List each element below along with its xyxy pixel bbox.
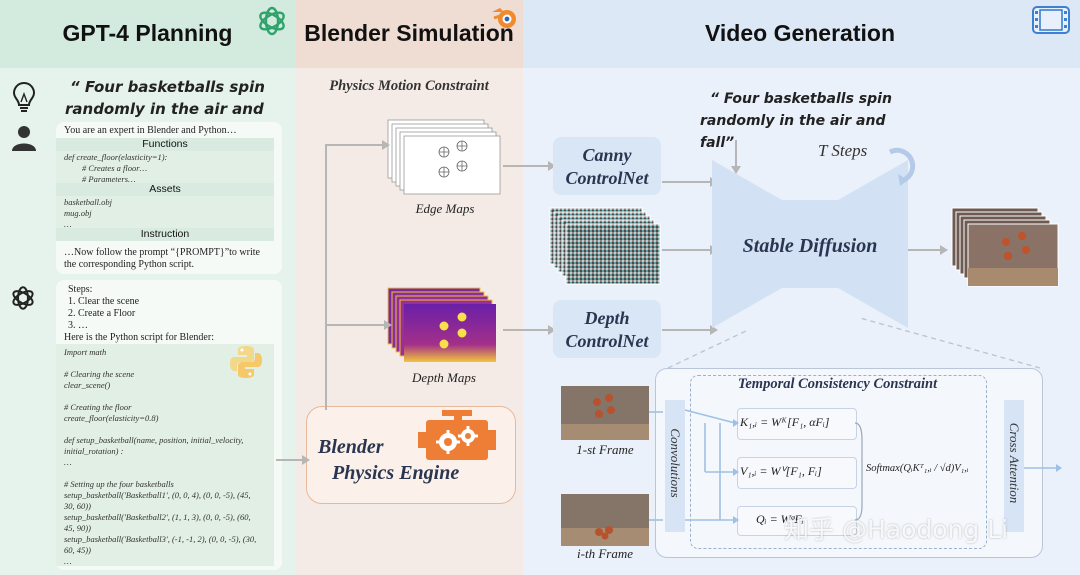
openai-logo-icon xyxy=(259,6,285,36)
k-equation-box xyxy=(737,408,857,440)
watermark: 知乎 @Haodong Li xyxy=(784,515,1009,544)
code-line: clear_scene() xyxy=(64,380,111,390)
stable-diffusion-shape xyxy=(712,160,908,328)
depth-maps-stack xyxy=(387,287,496,362)
code-line: setup_basketball('Basketball2', (1, 1, 3… xyxy=(64,512,251,522)
script-intro: Here is the Python script for Blender: xyxy=(64,332,214,343)
cross-attention-bar xyxy=(1004,400,1024,532)
blender-logo-icon xyxy=(492,8,516,28)
engine-gears-icon xyxy=(418,410,496,460)
edge-maps-caption: Edge Maps xyxy=(415,201,475,216)
engine-label-line1: Blender xyxy=(318,436,384,458)
assets-header: Assets xyxy=(56,183,274,196)
v-equation: V₁,ᵢ = Wⱽ[F₁, Fᵢ] xyxy=(740,464,822,478)
canny-label-line1: Canny xyxy=(582,145,632,165)
asset-more: … xyxy=(64,219,72,229)
q-equation-box xyxy=(737,506,857,536)
physics-constraint-label: Physics Motion Constraint xyxy=(329,78,489,94)
depth-controlnet-box xyxy=(553,300,661,358)
code-line: 60, 45)) xyxy=(64,545,91,555)
openai-chat-icon xyxy=(12,286,34,310)
func-line1: def create_floor(elasticity=1): xyxy=(64,152,168,162)
stable-diffusion-label: Stable Diffusion xyxy=(742,235,878,257)
generation-prompt-line2: randomly in the air and fall” xyxy=(700,113,886,151)
film-icon xyxy=(1032,6,1070,34)
planning-title: GPT-4 Planning xyxy=(62,20,233,46)
code-line: # Clearing the scene xyxy=(64,369,135,379)
ith-frame-image xyxy=(561,494,649,546)
functions-band xyxy=(56,151,274,186)
planning-prompt-line1: “ Four basketballs spin xyxy=(70,78,265,96)
k-equation: K₁,ᵢ = Wᴷ[F₁, αFᵢ] xyxy=(740,415,830,429)
ith-frame-caption: i-th Frame xyxy=(577,546,633,561)
t-steps-label: T Steps xyxy=(818,141,868,160)
step-1: 1. Clear the scene xyxy=(68,296,140,307)
convolutions-bar xyxy=(665,400,685,532)
planning-header-band xyxy=(0,0,295,68)
instruction-line1: …Now follow the prompt “{PROMPT}”to writ… xyxy=(64,247,260,258)
prompt-intro: You are an expert in Blender and Python… xyxy=(64,125,237,136)
depth-label-line2: ControlNet xyxy=(565,331,649,351)
first-frame-caption: 1-st Frame xyxy=(576,442,634,457)
generation-title: Video Generation xyxy=(704,20,895,46)
step-2: 2. Create a Floor xyxy=(68,308,136,319)
generation-prompt-line1: “ Four basketballs spin xyxy=(710,91,892,107)
canny-controlnet-box xyxy=(553,137,661,195)
simulation-title: Blender Simulation xyxy=(304,20,514,46)
code-line: … xyxy=(64,556,72,566)
depth-label-line1: Depth xyxy=(584,308,630,328)
canny-label-line2: ControlNet xyxy=(565,168,649,188)
code-line: setup_basketball('Basketball1', (0, 0, 4… xyxy=(64,490,251,500)
functions-header: Functions xyxy=(56,138,274,151)
code-line: … xyxy=(64,457,72,467)
step-3: 3. … xyxy=(68,320,88,331)
temporal-title: Temporal Consistency Constraint xyxy=(737,376,938,392)
simulation-header-band xyxy=(295,0,523,68)
output-video-stack xyxy=(951,207,1059,287)
code-line: def setup_basketball(name, position, ini… xyxy=(64,435,244,445)
code-block: Import math # Clearing the scene clear_s… xyxy=(64,347,276,567)
func-line2: # Creates a floor… xyxy=(82,163,148,173)
softmax-equation: Softmax(QᵢKᵀ₁,ᵢ / √d)V₁,ᵢ xyxy=(866,463,969,474)
python-logo-icon xyxy=(230,346,262,378)
func-line3: # Parameters… xyxy=(82,174,136,184)
asset-mug: mug.obj xyxy=(64,208,92,218)
instruction-line2: the corresponding Python script. xyxy=(64,259,194,270)
user-icon xyxy=(12,126,36,151)
code-line: # Setting up the four basketballs xyxy=(64,479,174,489)
code-line: 30, 60)) xyxy=(64,501,91,511)
steps-label: Steps: xyxy=(68,284,93,295)
depth-maps-caption: Depth Maps xyxy=(412,370,476,385)
code-line: 45, 90)) xyxy=(64,523,91,533)
refresh-icon xyxy=(888,147,916,186)
assets-band xyxy=(56,196,274,229)
lightbulb-icon xyxy=(12,81,36,112)
code-line: Import math xyxy=(64,347,107,357)
first-frame-image xyxy=(561,386,649,440)
edge-maps-stack xyxy=(387,119,501,195)
engine-label-line2: Physics Engine xyxy=(332,462,460,484)
noise-latents-stack xyxy=(549,207,661,285)
instruction-header: Instruction xyxy=(56,228,274,241)
code-line: initial_rotation) : xyxy=(64,446,124,456)
code-line: create_floor(elasticity=0.8) xyxy=(64,413,159,423)
q-equation: Qᵢ = WᵠFᵢ xyxy=(756,512,804,526)
asset-basketball: basketball.obj xyxy=(64,197,112,207)
code-line: setup_basketball('Basketball3', (-1, -1,… xyxy=(64,534,257,544)
generation-header-band xyxy=(523,0,1080,68)
code-band xyxy=(56,344,274,566)
temporal-dashed-box xyxy=(690,375,987,549)
code-line: # Creating the floor xyxy=(64,402,132,412)
